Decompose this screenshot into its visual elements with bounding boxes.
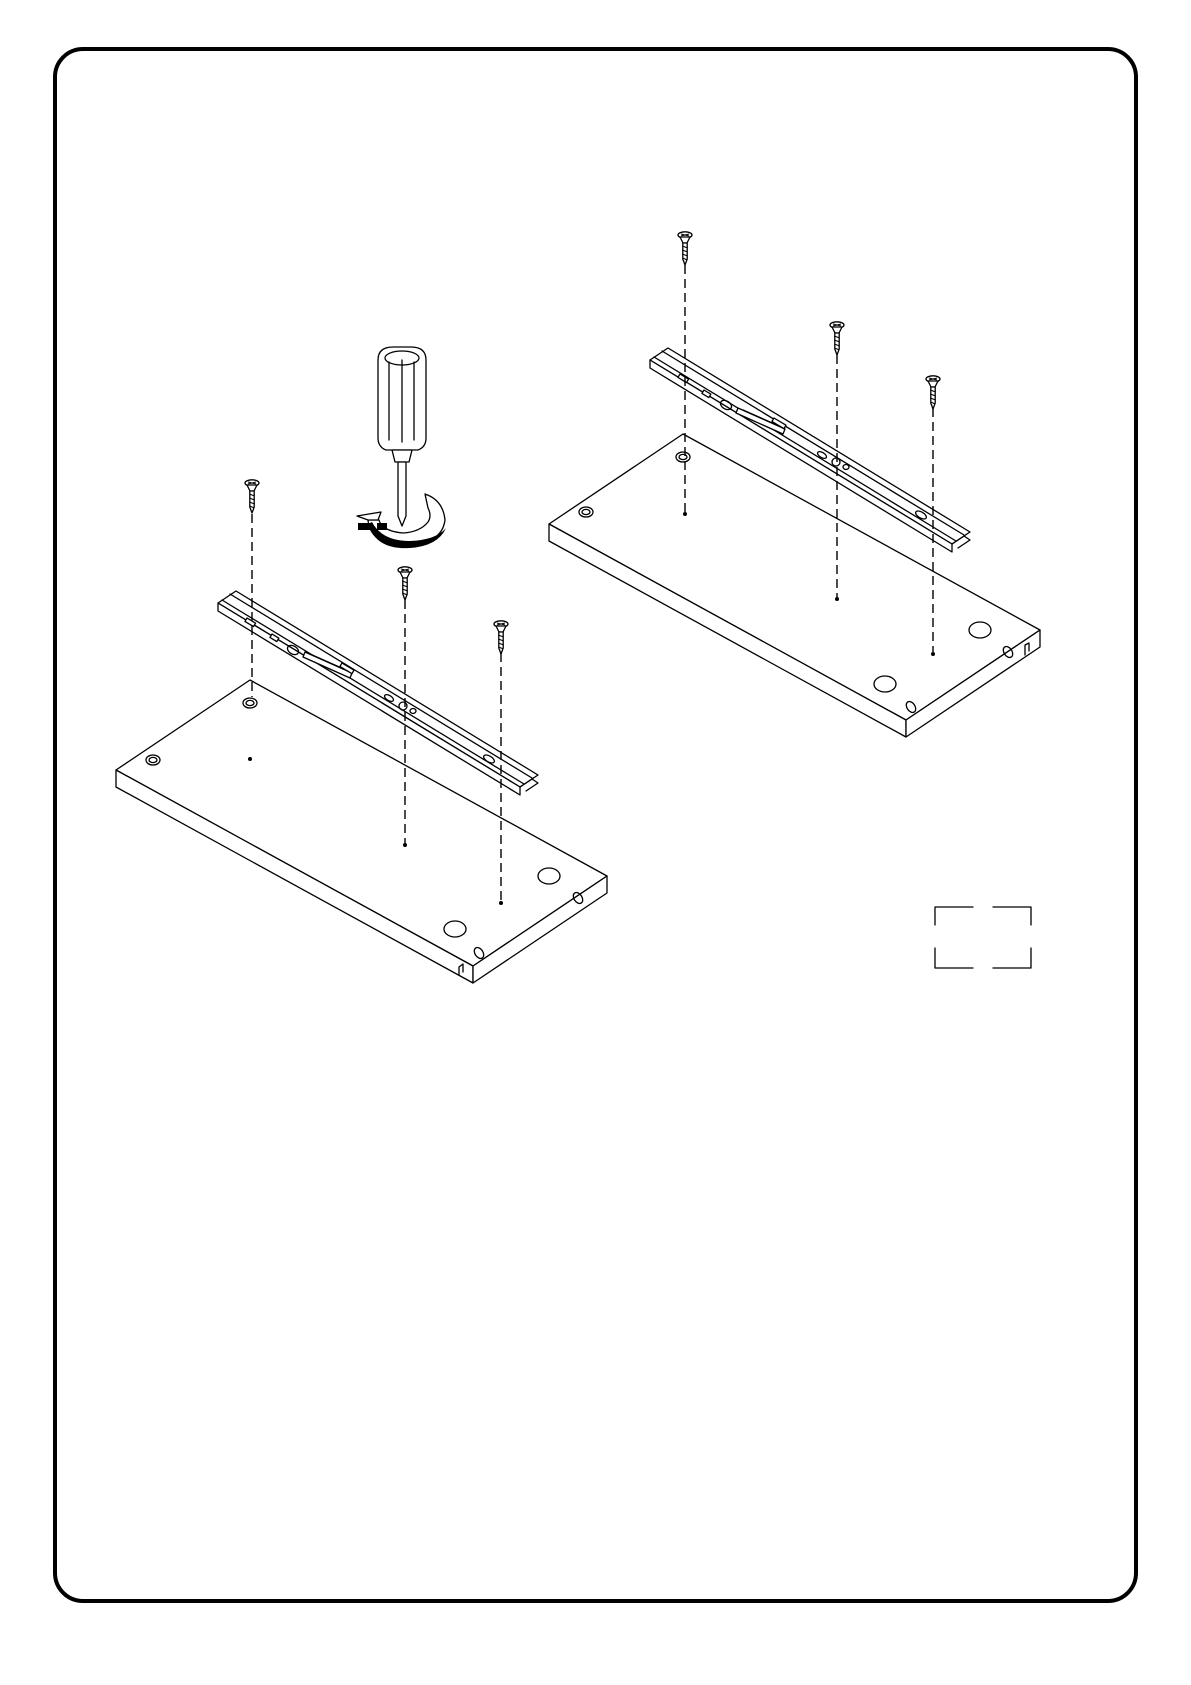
right-assembly	[549, 232, 1040, 737]
quantity-box	[935, 907, 1031, 968]
left-assembly	[116, 347, 607, 983]
screw-icon	[494, 621, 508, 654]
screw-icon	[245, 480, 259, 513]
drawer-panel-left	[116, 680, 607, 983]
screwdriver-icon	[378, 347, 426, 526]
drawer-panel-right	[549, 434, 1040, 737]
screw-icon	[398, 567, 412, 600]
screw-icon	[678, 232, 692, 265]
screw-icon	[926, 376, 940, 409]
screw-icon	[830, 322, 844, 355]
